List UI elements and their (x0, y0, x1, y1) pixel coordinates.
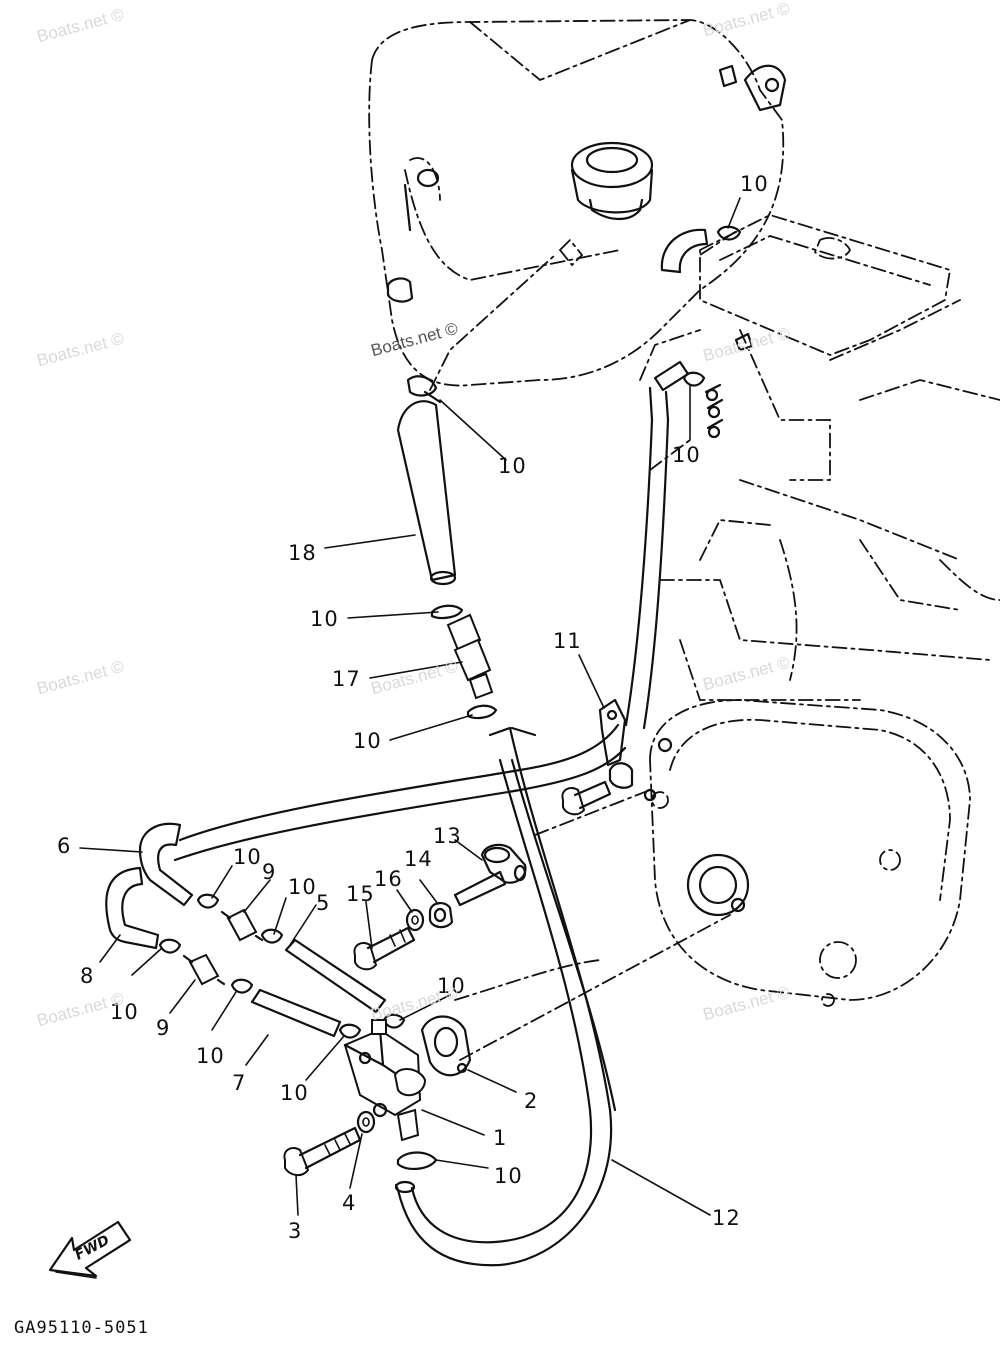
gasket (420, 1015, 472, 1077)
assembly-lines (429, 231, 736, 1061)
leader-lines (79, 197, 741, 1216)
callout-14: 14 (404, 847, 433, 871)
drawing-code: GA95110-5051 (14, 1318, 149, 1338)
callout-10: 10 (288, 875, 317, 899)
fasteners (283, 332, 754, 1176)
callout-4: 4 (342, 1191, 357, 1215)
check-valves (182, 908, 264, 986)
callout-15: 15 (346, 882, 375, 906)
callout-10: 10 (310, 607, 339, 631)
callout-10: 10 (280, 1081, 309, 1105)
crankcase-cover (649, 699, 971, 1007)
callout-7: 7 (232, 1071, 247, 1095)
callout-9: 9 (262, 860, 277, 884)
callout-10: 10 (494, 1164, 523, 1188)
callout-11: 11 (553, 629, 582, 653)
callout-17: 17 (332, 667, 361, 691)
fuel-filter (446, 613, 494, 700)
callout-10: 10 (353, 729, 382, 753)
callout-5: 5 (316, 891, 331, 915)
callout-1: 1 (493, 1126, 508, 1150)
callout-10: 10 (196, 1044, 225, 1068)
callout-2: 2 (524, 1089, 539, 1113)
callout-10: 10 (110, 1000, 139, 1024)
callout-10: 10 (740, 172, 769, 196)
callout-10: 10 (437, 974, 466, 998)
callout-10: 10 (672, 443, 701, 467)
callout-9: 9 (156, 1016, 171, 1040)
callout-8: 8 (80, 964, 95, 988)
callout-10: 10 (233, 845, 262, 869)
hoses (105, 228, 709, 1267)
forward-arrow-icon (48, 1220, 132, 1279)
engine-block (649, 214, 1000, 701)
callout-16: 16 (374, 867, 403, 891)
fuel-tank (368, 19, 787, 387)
callout-12: 12 (712, 1206, 741, 1230)
callout-6: 6 (57, 834, 72, 858)
callout-10: 10 (498, 454, 527, 478)
hose-clamps (158, 225, 742, 1170)
callout-18: 18 (288, 541, 317, 565)
fuel-cock (343, 1019, 427, 1142)
callout-13: 13 (433, 824, 462, 848)
callout-3: 3 (288, 1219, 303, 1243)
